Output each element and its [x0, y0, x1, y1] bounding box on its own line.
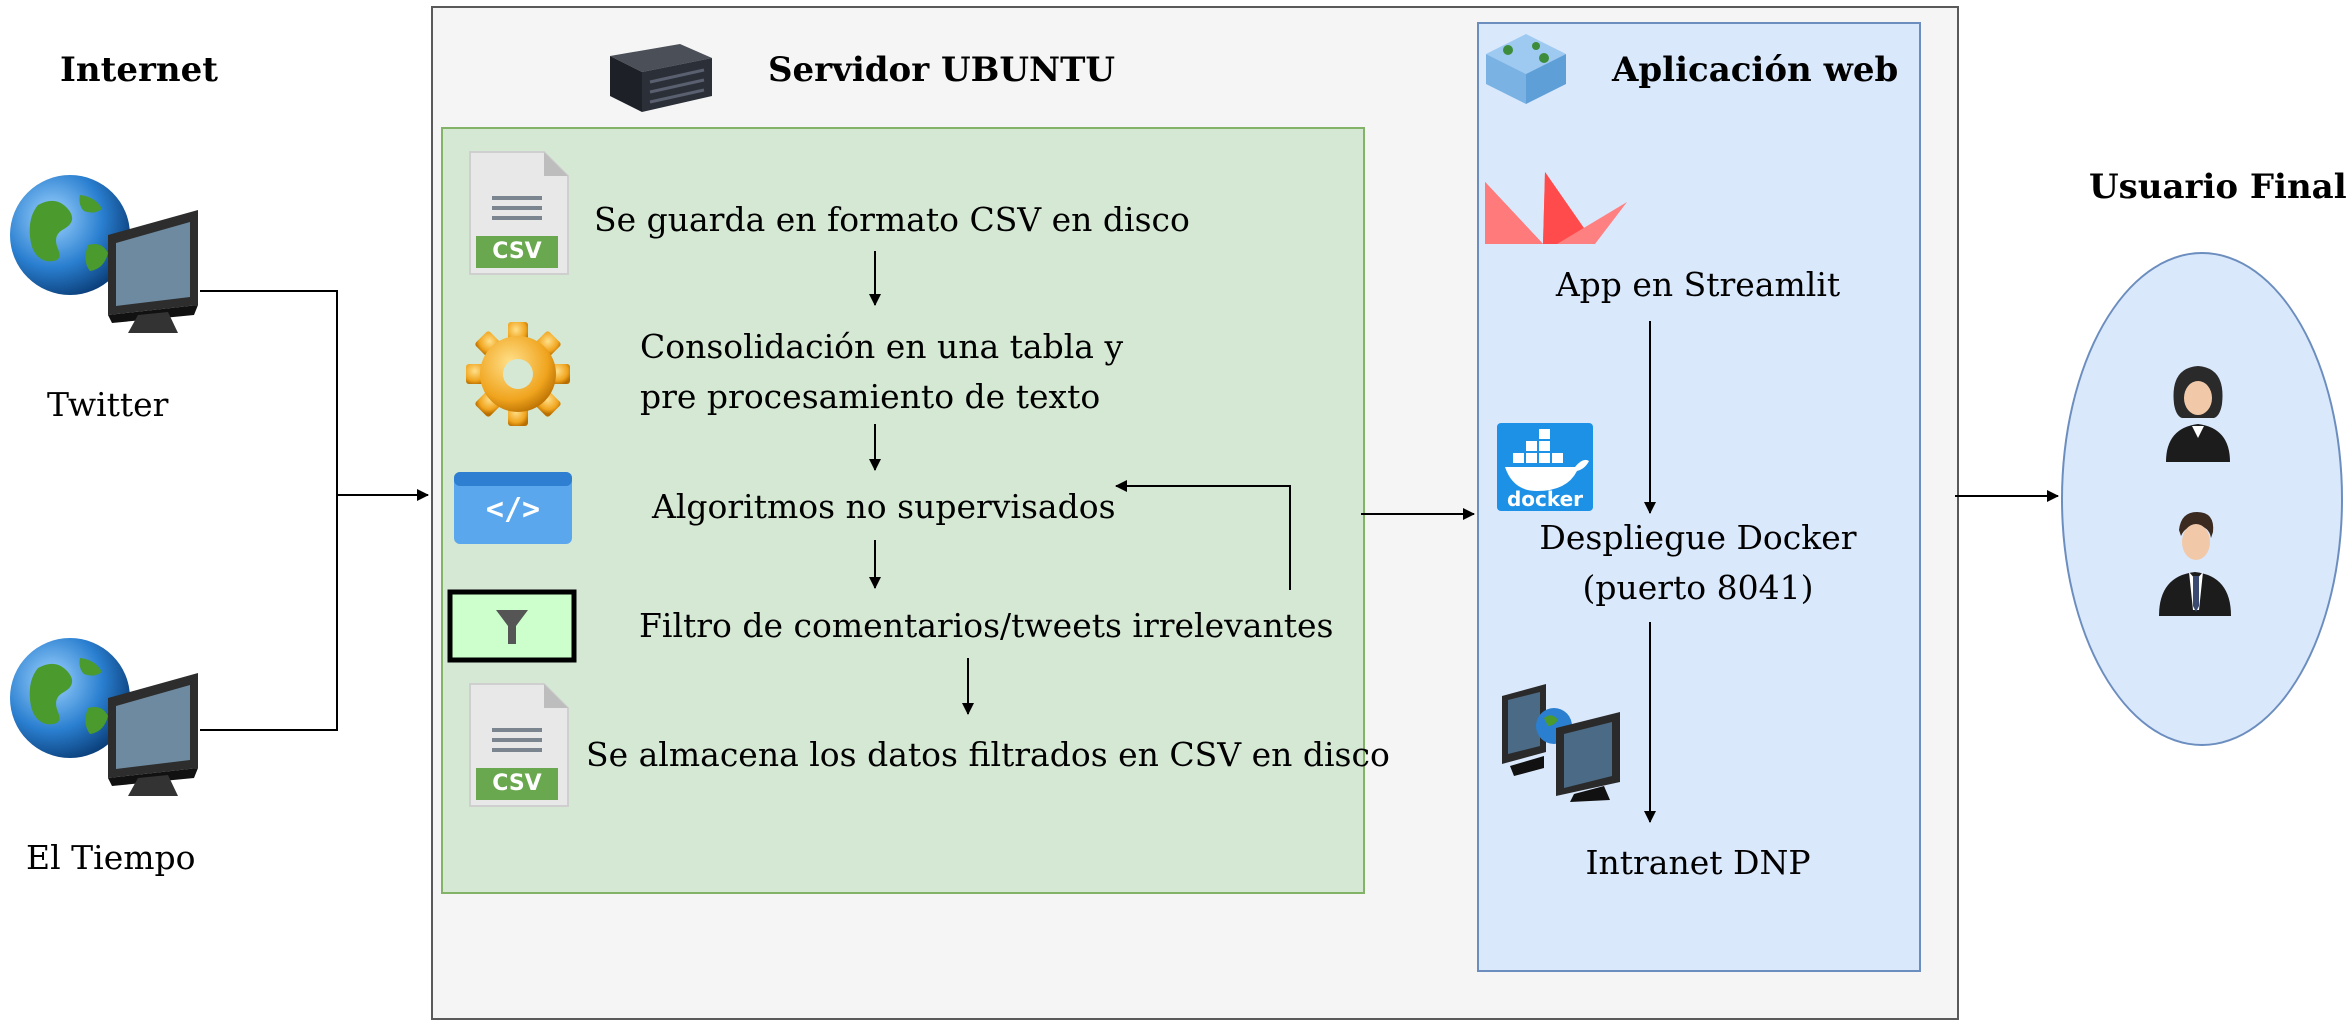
step-unsupervised-algorithms: Algoritmos no supervisados [652, 487, 1116, 526]
end-user-title: Usuario Final [2089, 167, 2347, 207]
eltiempo-label: El Tiempo [26, 838, 196, 877]
internet-title: Internet [60, 50, 218, 90]
twitter-globe-monitor-icon [8, 165, 204, 335]
eltiempo-globe-monitor-icon [8, 628, 204, 798]
step-save-csv: Se guarda en formato CSV en disco [594, 200, 1190, 239]
streamlit-app-label: App en Streamlit [1555, 265, 1841, 304]
twitter-connector [200, 290, 338, 731]
streamlit-icon [1485, 172, 1627, 246]
docker-icon-text: docker [1506, 487, 1584, 511]
docker-icon: docker [1497, 423, 1593, 511]
code-window-icon: </> [452, 470, 574, 546]
gear-icon [462, 318, 574, 430]
server-title: Servidor UBUNTU [768, 50, 1116, 90]
step-consolidation-line2: pre procesamiento de texto [640, 377, 1101, 416]
network-computers-icon [1500, 682, 1622, 802]
csv-file-icon-2: CSV [462, 680, 572, 810]
code-icon-text: </> [485, 492, 541, 527]
woman-user-icon [2158, 364, 2238, 462]
end-user-ellipse [2061, 252, 2343, 746]
csv-badge-text: CSV [492, 239, 542, 264]
processing-pipeline-container [441, 127, 1365, 894]
cloud-app-icon [1478, 24, 1574, 108]
webapp-title: Aplicación web [1612, 50, 1899, 90]
docker-deploy-label-line2: (puerto 8041) [1582, 568, 1814, 607]
csv-file-icon: CSV [462, 148, 572, 278]
step-store-filtered-csv: Se almacena los datos filtrados en CSV e… [586, 735, 1390, 774]
feedback-loop-arrow [1115, 480, 1291, 590]
csv-badge-text-2: CSV [492, 771, 542, 796]
step-filter-irrelevant: Filtro de comentarios/tweets irrelevante… [639, 606, 1334, 645]
docker-deploy-label-line1: Despliegue Docker [1539, 518, 1857, 557]
funnel-filter-icon [446, 588, 578, 664]
server-icon [600, 38, 718, 116]
step-consolidation-line1: Consolidación en una tabla y [640, 327, 1124, 366]
man-user-icon [2153, 510, 2237, 616]
connectors [200, 251, 2059, 823]
twitter-label: Twitter [47, 385, 169, 424]
intranet-label: Intranet DNP [1585, 843, 1811, 882]
